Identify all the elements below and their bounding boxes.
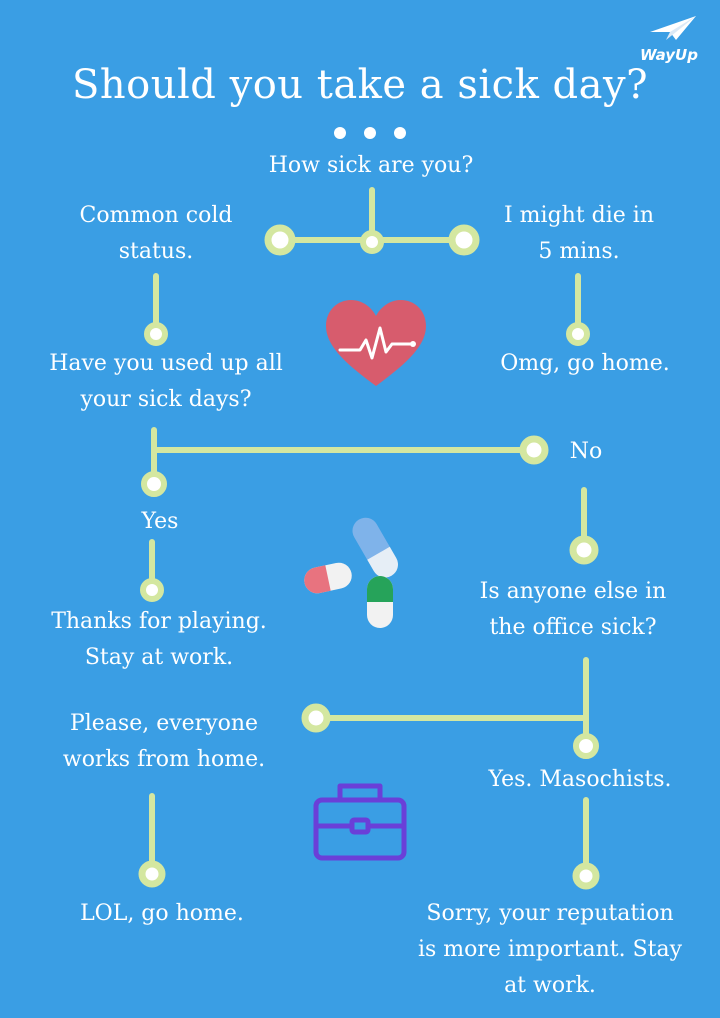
brand-logo: WayUp xyxy=(632,10,706,66)
node xyxy=(572,862,600,890)
page-title: Should you take a sick day? xyxy=(71,62,649,108)
heart-pulse-icon xyxy=(326,300,426,386)
node xyxy=(573,733,599,759)
question-sick-days: Have you used up all your sick days? xyxy=(49,351,283,412)
node xyxy=(360,230,384,254)
answer-common-cold: Common cold status. xyxy=(79,203,233,264)
result-lol-go-home: LOL, go home. xyxy=(80,901,244,926)
answer-masochists: Yes. Masochists. xyxy=(488,767,672,792)
result-reputation: Sorry, your reputation is more important… xyxy=(417,901,683,998)
result-omg-go-home: Omg, go home. xyxy=(500,351,670,376)
node xyxy=(301,703,331,733)
answer-yes: Yes xyxy=(141,509,179,534)
connectors xyxy=(149,187,589,871)
node xyxy=(141,471,167,497)
node xyxy=(264,224,296,256)
title-dots xyxy=(334,127,406,139)
pills-icon xyxy=(304,517,398,628)
question-how-sick: How sick are you? xyxy=(268,153,474,178)
result-thanks-for-playing: Thanks for playing. Stay at work. xyxy=(51,609,267,670)
question-office-sick: Is anyone else in the office sick? xyxy=(479,579,667,640)
answer-no: No xyxy=(569,439,603,464)
node xyxy=(569,535,599,565)
node xyxy=(448,224,480,256)
node xyxy=(138,860,166,888)
connector-nodes xyxy=(138,224,600,890)
answer-might-die: I might die in 5 mins. xyxy=(503,203,654,264)
node xyxy=(566,322,590,346)
answer-work-from-home: Please, everyone works from home. xyxy=(62,711,266,772)
node xyxy=(140,578,164,602)
node xyxy=(519,435,549,465)
brand-name: WayUp xyxy=(640,46,698,64)
node xyxy=(144,322,168,346)
briefcase-icon xyxy=(313,783,407,861)
paper-plane-icon xyxy=(650,16,696,40)
